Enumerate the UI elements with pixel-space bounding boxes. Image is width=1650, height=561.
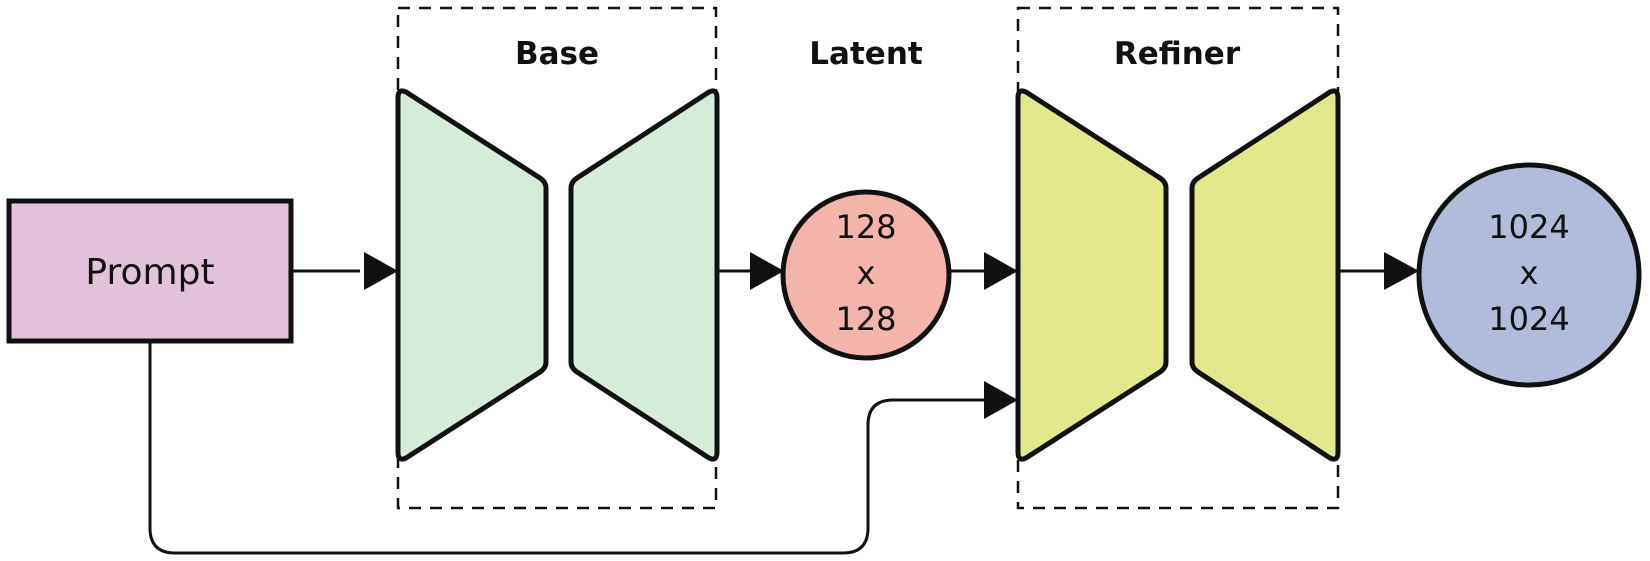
output-size-top: 1024 bbox=[1488, 208, 1569, 246]
latent-size-bottom: 128 bbox=[835, 300, 896, 338]
latent-size-x: x bbox=[857, 254, 876, 292]
arrowhead-base bbox=[364, 252, 398, 290]
refiner-encoder-shape bbox=[1015, 88, 1169, 462]
output-node bbox=[1416, 162, 1642, 388]
output-size-x: x bbox=[1520, 254, 1539, 292]
latent-title: Latent bbox=[809, 36, 923, 72]
arrowhead-refiner-bottom bbox=[984, 381, 1018, 419]
refiner-decoder-shape bbox=[1189, 88, 1341, 462]
latent-size-top: 128 bbox=[835, 208, 896, 246]
base-title: Base bbox=[515, 36, 599, 72]
arrowhead-refiner-top bbox=[984, 252, 1018, 290]
arrow-prompt-to-refiner bbox=[148, 341, 985, 555]
latent-node bbox=[780, 189, 952, 361]
prompt-label: Prompt bbox=[85, 252, 214, 293]
base-decoder-shape bbox=[568, 88, 720, 462]
refiner-title: Refiner bbox=[1114, 36, 1241, 72]
output-size-bottom: 1024 bbox=[1488, 300, 1569, 338]
arrowhead-latent bbox=[750, 252, 784, 290]
base-encoder-shape bbox=[395, 88, 549, 462]
arrowhead-output bbox=[1384, 252, 1419, 290]
